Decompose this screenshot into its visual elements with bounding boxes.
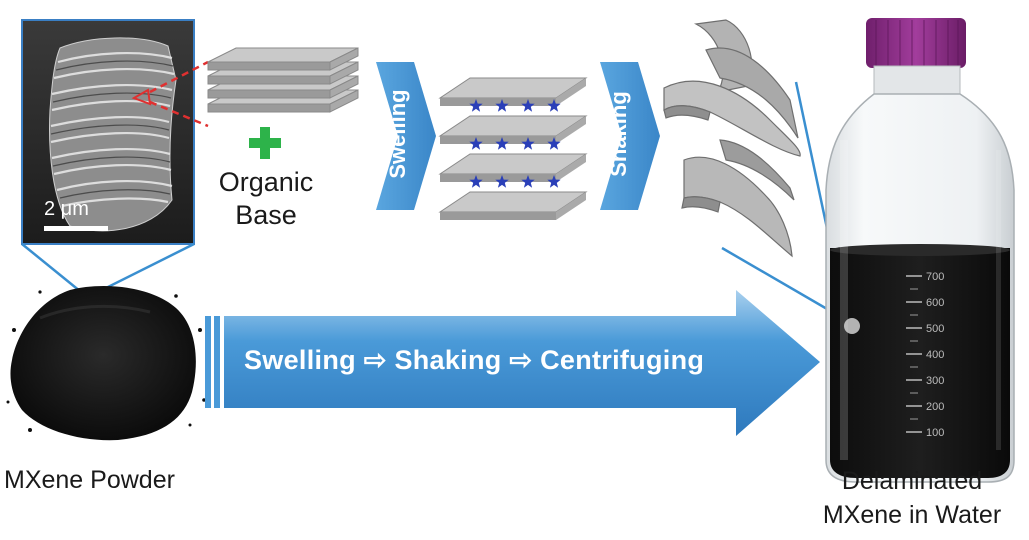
zoom-marker [131, 88, 152, 106]
swollen-sheet-1 [438, 77, 588, 106]
process-arrow [205, 290, 820, 436]
intercalant-molecule-icon [521, 99, 535, 112]
bottle-graduation-scale: 700 600 500 400 300 200 100 [906, 271, 944, 439]
graduation-label: 100 [926, 427, 944, 439]
scale-bar-label: 2 μm [44, 198, 89, 220]
swollen-sheet-3 [438, 153, 588, 182]
mxene-powder-caption: MXene Powder [4, 466, 175, 494]
intercalant-molecule-icon [469, 175, 483, 188]
delaminated-caption-line2: MXene in Water [822, 501, 1002, 529]
graduation-label: 500 [926, 323, 944, 335]
delaminated-flakes [663, 19, 801, 258]
stacked-mxene-sheets [207, 47, 359, 113]
shaking-chevron-arrow [600, 62, 660, 210]
intercalant-molecule-icon [521, 137, 535, 150]
organic-label-line1: Organic [218, 167, 314, 197]
intercalant-molecule-icon [469, 99, 483, 112]
swollen-sheet-4 [438, 191, 588, 220]
process-steps-label: Swelling ⇨ Shaking ⇨ Centrifuging [244, 345, 705, 375]
graduation-label: 400 [926, 349, 944, 361]
intercalant-molecule-icon [547, 99, 561, 112]
graduation-label: 700 [926, 271, 944, 283]
sem-micrograph [21, 19, 195, 245]
bottle: 700 600 500 400 300 200 100 [825, 18, 1015, 483]
intercalant-molecule-icon [547, 175, 561, 188]
swollen-sheet-2 [438, 115, 588, 144]
swelling-step-label: Swelling [385, 89, 410, 179]
graduation-label: 300 [926, 375, 944, 387]
intercalant-molecule-icon [495, 175, 509, 188]
intercalant-molecule-icon [547, 137, 561, 150]
intercalant-molecule-icon [521, 175, 535, 188]
organic-base-label: Organic Base [206, 166, 326, 232]
plus-icon [249, 127, 281, 159]
organic-label-line2: Base [235, 200, 297, 230]
bottle-cap [866, 18, 966, 68]
swelling-chevron-arrow [376, 62, 436, 210]
graduation-label: 200 [926, 401, 944, 413]
shaking-step-label: Shaking [606, 91, 631, 177]
delaminated-mxene-caption: Delaminated MXene in Water [800, 464, 1024, 532]
intercalant-molecule-icon [495, 99, 509, 112]
zoom-lines [149, 60, 209, 128]
mxene-powder-pile [6, 285, 206, 441]
swollen-intercalated-sheets [438, 77, 588, 220]
scale-bar [44, 226, 108, 231]
intercalated-molecules [469, 99, 561, 188]
intercalant-molecule-icon [469, 137, 483, 150]
intercalant-molecule-icon [495, 137, 509, 150]
mxene-dispersion-liquid [830, 248, 1010, 478]
delaminated-caption-line1: Delaminated [841, 467, 983, 495]
graduation-label: 600 [926, 297, 944, 309]
